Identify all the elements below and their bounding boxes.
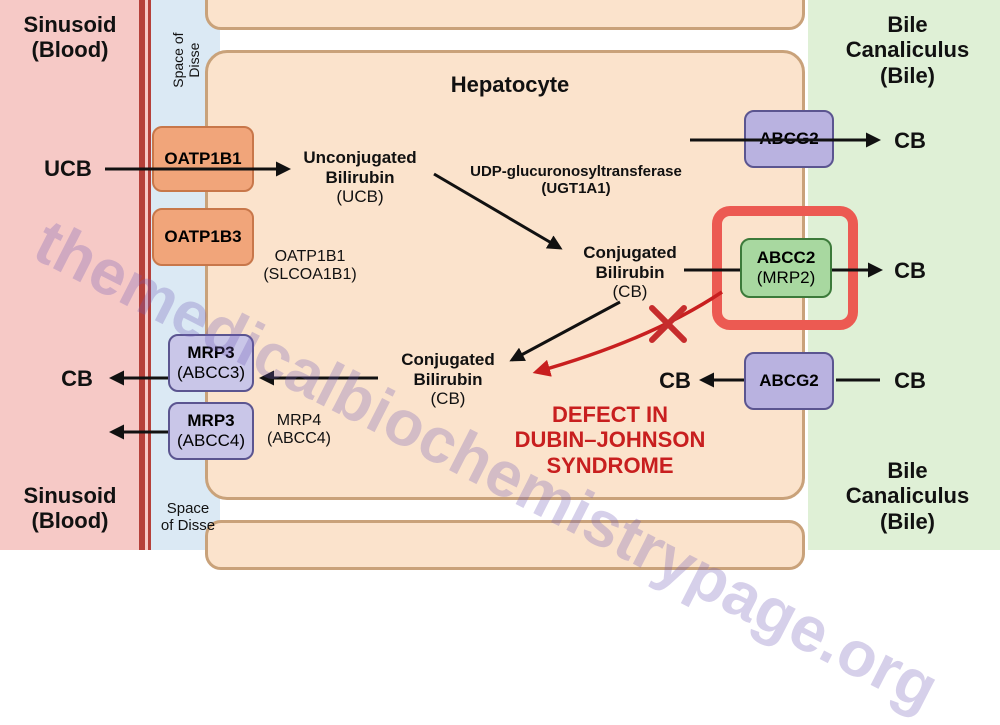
conjugated-bilirubin-1: Conjugated Bilirubin (CB)	[560, 243, 700, 302]
cb-right-3-input: CB	[894, 368, 926, 393]
sinusoid-label-bottom: Sinusoid (Blood)	[0, 483, 140, 534]
ugt1a1-enzyme-label: UDP-glucuronosyltransferase (UGT1A1)	[446, 163, 706, 198]
hepatocyte-top-neighbor	[205, 0, 805, 30]
oatp1b1-label: OATP1B1	[164, 149, 242, 169]
canaliculus-label-bottom-line2: Canaliculus	[845, 483, 970, 509]
mrp4-note-line2: (ABCC4)	[266, 430, 331, 448]
conjugated-2-line2: Bilirubin	[413, 369, 483, 389]
conjugated-2-line3: (CB)	[430, 389, 466, 409]
cb-right-2: CB	[894, 258, 926, 283]
canaliculus-label-bottom: Bile Canaliculus (Bile)	[815, 458, 1000, 534]
unconjugated-line3: (UCB)	[336, 187, 384, 207]
conjugated-1-line3: (CB)	[612, 282, 648, 302]
arrow-defect-redirect	[532, 290, 723, 377]
abcc2-highlight-frame	[712, 206, 858, 330]
conjugated-2-line1: Conjugated	[401, 350, 495, 369]
disse-label-bottom-line1: Space	[166, 500, 210, 517]
canaliculus-label-bottom-line3: (Bile)	[880, 508, 935, 534]
conjugated-1-line2: Bilirubin	[595, 262, 665, 282]
defect-line3: SYNDROME	[546, 452, 674, 478]
unconjugated-bilirubin: Unconjugated Bilirubin (UCB)	[290, 148, 430, 207]
oatp-note: OATP1B1 (SLCOA1B1)	[240, 248, 380, 285]
canaliculus-label-top: Bile Canaliculus (Bile)	[815, 12, 1000, 88]
sinusoid-label-top-line1: Sinusoid	[23, 12, 117, 37]
ucb-input-label: UCB	[44, 156, 92, 181]
oatp-note-line2: (SLCOA1B1)	[263, 266, 357, 284]
hepatocyte-cell	[205, 50, 805, 500]
canaliculus-label-bottom-line1: Bile	[887, 458, 928, 483]
abcc2-name: ABCC2	[756, 248, 816, 268]
conjugated-bilirubin-2: Conjugated Bilirubin (CB)	[378, 350, 518, 409]
enzyme-line1: UDP-glucuronosyltransferase	[470, 163, 682, 180]
mrp3-b-alias: (ABCC4)	[176, 431, 245, 450]
block-x-icon	[649, 305, 687, 343]
mrp4-note: MRP4 (ABCC4)	[254, 412, 344, 449]
abcg2-bottom-transporter: ABCG2	[744, 352, 834, 410]
enzyme-line2: (UGT1A1)	[541, 180, 611, 198]
sinusoid-label-top-line2: (Blood)	[31, 37, 109, 63]
endothelial-wall-inner	[148, 0, 151, 550]
sinusoid-label-bottom-line2: (Blood)	[31, 508, 109, 534]
mrp3-abcc4-transporter: MRP3 (ABCC4)	[168, 402, 254, 460]
sinusoid-region	[0, 0, 150, 550]
oatp1b3-transporter: OATP1B3	[152, 208, 254, 266]
cb-right-3-output: CB	[659, 368, 691, 393]
disse-label-bottom-line2: of Disse	[160, 517, 216, 535]
disse-label-bottom: Space of Disse	[148, 500, 228, 535]
defect-label: DEFECT IN DUBIN–JOHNSON SYNDROME	[490, 402, 730, 478]
cb-right-1: CB	[894, 128, 926, 153]
unconjugated-line1: Unconjugated	[303, 148, 417, 167]
endothelial-wall	[139, 0, 145, 550]
mrp3-a-alias: (ABCC3)	[176, 363, 245, 382]
arrow-cb-to-cb2	[509, 300, 621, 362]
abcc2-transporter: ABCC2 (MRP2)	[740, 238, 832, 298]
mrp4-note-line1: MRP4	[276, 412, 322, 429]
mrp3-b-name: MRP3	[187, 411, 235, 431]
oatp1b3-label: OATP1B3	[164, 227, 242, 247]
defect-line2: DUBIN–JOHNSON	[514, 427, 706, 453]
unconjugated-line2: Bilirubin	[325, 167, 395, 187]
oatp1b1-transporter: OATP1B1	[152, 126, 254, 192]
canaliculus-label-top-line2: Canaliculus	[845, 37, 970, 63]
sinusoid-label-top: Sinusoid (Blood)	[0, 12, 140, 63]
abcc2-alias: (MRP2)	[756, 268, 816, 287]
cb-left-1: CB	[61, 366, 93, 391]
mrp3-a-name: MRP3	[187, 343, 235, 363]
sinusoid-label-bottom-line1: Sinusoid	[23, 483, 117, 508]
oatp-note-line1: OATP1B1	[274, 248, 346, 265]
abcg2-bottom-label: ABCG2	[759, 371, 819, 391]
canaliculus-region	[808, 0, 1000, 550]
arrow-conjugation	[433, 172, 563, 250]
canaliculus-label-top-line3: (Bile)	[880, 62, 935, 88]
arrow-layer	[105, 132, 883, 440]
hepatocyte-title: Hepatocyte	[450, 72, 570, 97]
canaliculus-label-top-line1: Bile	[887, 12, 928, 37]
mrp3-abcc3-transporter: MRP3 (ABCC3)	[168, 334, 254, 392]
conjugated-1-line1: Conjugated	[583, 243, 677, 262]
defect-line1: DEFECT IN	[551, 402, 669, 427]
